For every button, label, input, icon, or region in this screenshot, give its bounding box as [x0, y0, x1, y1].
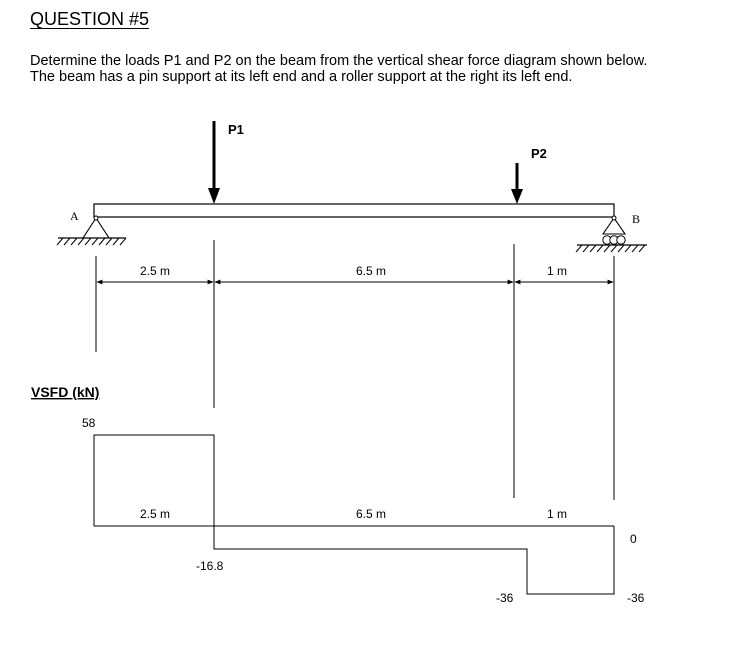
sfd-value-58: 58 [82, 416, 96, 430]
load-p1-arrow [208, 121, 220, 204]
sfd-dimension-label-3: 1 m [547, 507, 567, 521]
sfd-value-neg16-8: -16.8 [196, 559, 224, 573]
pin-support-a [56, 215, 127, 246]
dimension-label-3: 1 m [547, 264, 567, 278]
load-p2-arrow [511, 163, 523, 204]
sfd-dimension-label-1: 2.5 m [140, 507, 170, 521]
support-a-label: A [70, 209, 79, 223]
sfd-dimension-label-2: 6.5 m [356, 507, 386, 521]
support-b-label: B [632, 212, 640, 226]
dimension-label-2: 6.5 m [356, 264, 386, 278]
beam [93, 203, 615, 218]
problem-statement: Determine the loads P1 and P2 on the bea… [30, 53, 647, 85]
sfd-value-0: 0 [630, 532, 637, 546]
roller-support-b [575, 215, 647, 253]
load-p2-label: P2 [531, 146, 547, 161]
sfd-value-neg36-left: -36 [496, 591, 514, 605]
sfd-title: VSFD (kN) [31, 384, 99, 400]
question-heading: QUESTION #5 [30, 9, 150, 29]
sfd-shear-outline [93, 434, 615, 595]
sfd-value-neg36-right: -36 [627, 591, 645, 605]
dimension-label-1: 2.5 m [140, 264, 170, 278]
problem-line-1: Determine the loads P1 and P2 on the bea… [30, 53, 648, 69]
load-p1-label: P1 [228, 122, 244, 137]
problem-line-2: The beam has a pin support at its left e… [30, 69, 573, 85]
